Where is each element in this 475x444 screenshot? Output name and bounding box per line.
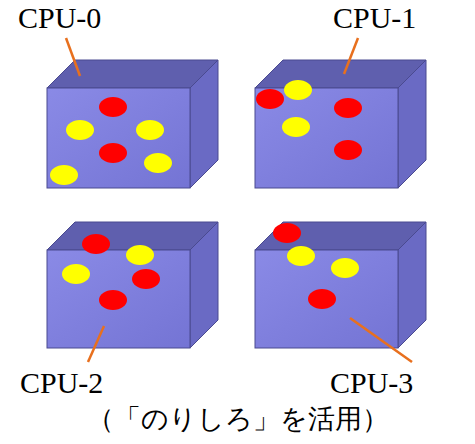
red-dot [273,223,301,243]
yellow-dot [287,246,315,266]
red-dot [99,143,127,163]
leader-line [88,326,104,362]
cpu-cube [255,60,426,188]
red-dot [99,97,127,117]
yellow-dot [144,153,172,173]
yellow-dot [136,120,164,140]
red-dot [308,289,336,309]
yellow-dot [50,165,78,185]
yellow-dot [126,245,154,265]
cpu-label: CPU-1 [333,3,416,33]
cube-side [398,222,426,348]
caption: （「のりしろ」を活用） [87,404,389,434]
cpu-cube [47,222,218,348]
cube-side [190,60,218,188]
cpu-cube [47,60,218,188]
cube-top [255,222,426,250]
red-dot [82,234,110,254]
cpu-cube [255,222,426,348]
red-dot [334,140,362,160]
cube-front [255,88,398,188]
yellow-dot [62,264,90,284]
cpu-label: CPU-2 [20,368,103,398]
cube-top [47,60,218,88]
cube-side [398,60,426,188]
cube-front [47,88,190,188]
yellow-dot [331,258,359,278]
cpu-label: CPU-0 [18,3,101,33]
leader-line [344,38,358,74]
red-dot [99,290,127,310]
red-dot [132,269,160,289]
cube-side [190,222,218,348]
cpu-label: CPU-3 [330,368,413,398]
red-dot [256,89,284,109]
leader-line [66,38,80,76]
cube-front [255,250,398,348]
leader-line [350,318,412,362]
yellow-dot [284,80,312,100]
cube-top [255,60,426,88]
yellow-dot [66,120,94,140]
yellow-dot [282,117,310,137]
cube-top [47,222,218,250]
cube-front [47,250,190,348]
red-dot [334,98,362,118]
